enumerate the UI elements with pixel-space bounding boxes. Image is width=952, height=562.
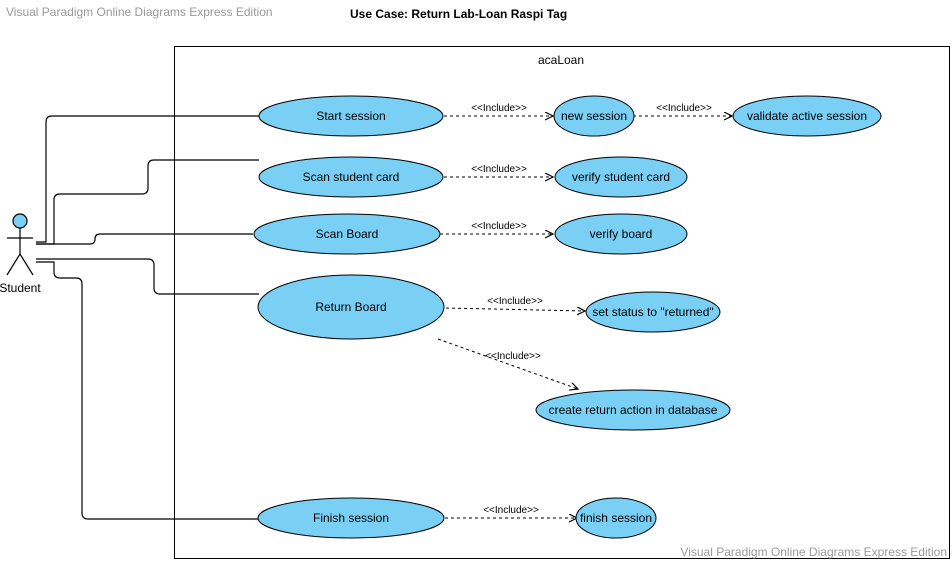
usecase-label: verify board [590, 227, 653, 241]
usecase-finish-session[interactable] [257, 497, 445, 539]
include-label: <<Include>> [471, 164, 527, 175]
system-boundary [174, 46, 950, 559]
usecase-label: Scan Board [316, 227, 379, 241]
usecase-label: set status to "returned" [592, 305, 713, 319]
diagram-title: Use Case: Return Lab-Loan Raspi Tag [350, 7, 568, 21]
usecase-scan-board[interactable] [253, 213, 441, 255]
actor-label: Student [0, 281, 41, 295]
usecase-set-status-returned[interactable] [585, 291, 721, 333]
usecase-label: Return Board [315, 300, 386, 314]
include-edges [437, 116, 732, 518]
include-label: <<Include>> [471, 103, 527, 114]
include-edge-return-status [445, 308, 585, 311]
assoc-finish-session [36, 261, 259, 520]
include-label: <<Include>> [485, 351, 541, 362]
actor-head [12, 213, 28, 229]
usecase-label: Finish session [313, 511, 389, 525]
usecase-validate-active-session[interactable] [732, 95, 882, 137]
usecase-label: create return action in database [549, 403, 718, 417]
include-label: <<Include>> [487, 296, 543, 307]
usecase-start-session[interactable] [258, 95, 444, 137]
usecase-label: finish session [580, 511, 652, 525]
usecase-label: Start session [316, 109, 385, 123]
usecase-create-return-action[interactable] [535, 389, 731, 431]
watermark-bottom: Visual Paradigm Online Diagrams Express … [680, 545, 947, 559]
usecase-return-board[interactable] [257, 274, 445, 340]
associations [36, 115, 259, 520]
assoc-scan-board [36, 233, 253, 245]
include-label: <<Include>> [483, 505, 539, 516]
include-edge-return-action [437, 338, 578, 389]
usecase-label: verify student card [572, 170, 670, 184]
assoc-return-board [36, 258, 259, 295]
assoc-scan-student-card [36, 159, 259, 245]
assoc-start-session [36, 115, 259, 243]
usecase-verify-student-card[interactable] [554, 156, 688, 198]
include-label: <<Include>> [471, 221, 527, 232]
usecase-label: new session [561, 109, 627, 123]
usecase-label: Scan student card [303, 170, 400, 184]
usecase-finish-session-include[interactable] [575, 497, 657, 539]
usecase-new-session[interactable] [553, 95, 635, 137]
include-label: <<Include>> [656, 103, 712, 114]
usecase-label: validate active session [747, 109, 867, 123]
usecase-scan-student-card[interactable] [258, 156, 444, 198]
actor-student[interactable] [6, 213, 34, 276]
watermark-top: Visual Paradigm Online Diagrams Express … [6, 5, 273, 19]
usecase-verify-board[interactable] [554, 213, 688, 255]
system-name: acaLoan [538, 53, 584, 67]
